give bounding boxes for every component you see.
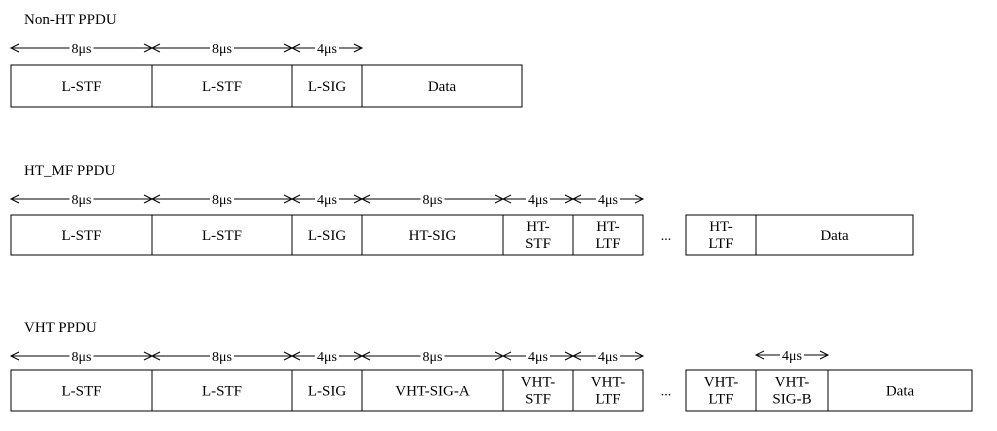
vht-sig-b-field-label: SIG-B xyxy=(772,392,811,408)
data-field-label: Data xyxy=(820,228,849,244)
duration-label: 8μs xyxy=(423,193,443,208)
vht-stf-field-label: VHT- xyxy=(521,375,555,391)
vht-ltf-field-box xyxy=(572,369,644,412)
duration-arrowhead-right xyxy=(819,350,830,360)
vht-ltf-field-label: VHT- xyxy=(591,375,625,391)
duration-label: 4μs xyxy=(598,350,618,365)
l-stf-field-box xyxy=(10,214,153,256)
l-stf-field-label: L-STF xyxy=(61,384,101,400)
ht-ltf-field-box xyxy=(685,214,757,256)
ht-stf-field-label: HT- xyxy=(526,219,550,235)
ht-ltf-field-label: HT- xyxy=(596,219,620,235)
l-sig-field-label: L-SIG xyxy=(308,384,346,400)
l-sig-field-box xyxy=(291,369,363,412)
l-stf-field-box xyxy=(151,64,293,108)
data-field-box xyxy=(755,214,914,256)
duration-arrowhead-left xyxy=(290,43,301,53)
ht-sig-field-label: HT-SIG xyxy=(409,228,457,244)
duration-label: 8μs xyxy=(212,193,232,208)
vht-stf-field-box xyxy=(502,369,574,412)
duration-arrowhead-left xyxy=(754,350,765,360)
data-field-label: Data xyxy=(428,79,457,95)
data-field-box xyxy=(361,64,523,108)
duration-arrowhead-left xyxy=(360,351,371,361)
ht-ltf-field-label: LTF xyxy=(708,236,733,252)
duration-label: 4μs xyxy=(317,350,337,365)
ht-stf-field-label: STF xyxy=(525,236,551,252)
vht-sig-a-field-label: VHT-SIG-A xyxy=(395,384,470,400)
vht-stf-field-label: STF xyxy=(525,392,551,408)
l-stf-field-label: L-STF xyxy=(61,228,101,244)
l-stf-field-label: L-STF xyxy=(202,79,242,95)
duration-label: 8μs xyxy=(423,350,443,365)
duration-arrowhead-right xyxy=(634,194,645,204)
data-field-box xyxy=(827,369,973,412)
ht-ltf-field-label: LTF xyxy=(595,236,620,252)
duration-label: 4μs xyxy=(528,350,548,365)
ht-stf-field-box xyxy=(502,214,574,256)
l-stf-field-label: L-STF xyxy=(202,228,242,244)
duration-label: 8μs xyxy=(212,42,232,57)
duration-arrowhead-left xyxy=(150,351,161,361)
duration-label: 8μs xyxy=(72,350,92,365)
ppdu-title: VHT PPDU xyxy=(24,320,97,336)
duration-label: 4μs xyxy=(598,193,618,208)
duration-arrowhead-left xyxy=(9,351,20,361)
vht-ltf-field-label: VHT- xyxy=(704,375,738,391)
l-stf-field-box xyxy=(10,369,153,412)
duration-label: 4μs xyxy=(317,42,337,57)
duration-label: 4μs xyxy=(528,193,548,208)
ht-sig-field-box xyxy=(361,214,504,256)
duration-arrowhead-right xyxy=(634,351,645,361)
l-stf-field-box xyxy=(10,64,153,108)
data-field-label: Data xyxy=(886,384,915,400)
duration-arrowhead-left xyxy=(501,351,512,361)
ht-ltf-field-box xyxy=(572,214,644,256)
vht-sig-a-field-box xyxy=(361,369,504,412)
duration-arrowhead-left xyxy=(571,194,582,204)
duration-arrowhead-left xyxy=(9,43,20,53)
duration-arrowhead-right xyxy=(353,43,364,53)
l-sig-field-label: L-SIG xyxy=(308,228,346,244)
ellipsis: ... xyxy=(661,229,672,244)
ppdu-title: Non-HT PPDU xyxy=(24,12,117,28)
l-stf-field-label: L-STF xyxy=(202,384,242,400)
l-stf-field-box xyxy=(151,369,293,412)
duration-label: 4μs xyxy=(317,193,337,208)
ellipsis: ... xyxy=(661,385,672,400)
duration-arrowhead-left xyxy=(290,351,301,361)
duration-arrowhead-left xyxy=(571,351,582,361)
duration-arrowhead-left xyxy=(501,194,512,204)
ppdu-title: HT_MF PPDU xyxy=(24,163,115,179)
l-sig-field-label: L-SIG xyxy=(308,79,346,95)
duration-arrowhead-left xyxy=(150,43,161,53)
duration-arrowhead-left xyxy=(360,194,371,204)
duration-arrowhead-left xyxy=(9,194,20,204)
duration-label: 8μs xyxy=(212,350,232,365)
vht-sig-b-field-label: VHT- xyxy=(775,375,809,391)
vht-ltf-field-label: LTF xyxy=(708,392,733,408)
vht-sig-b-field-box xyxy=(755,369,829,412)
l-stf-field-box xyxy=(151,214,293,256)
duration-label: 4μs xyxy=(782,349,802,364)
l-sig-field-box xyxy=(291,214,363,256)
vht-ltf-field-box xyxy=(685,369,757,412)
vht-ltf-field-label: LTF xyxy=(595,392,620,408)
l-stf-field-label: L-STF xyxy=(61,79,101,95)
duration-label: 8μs xyxy=(72,42,92,57)
l-sig-field-box xyxy=(291,64,363,108)
duration-arrowhead-left xyxy=(290,194,301,204)
duration-label: 8μs xyxy=(72,193,92,208)
duration-arrowhead-left xyxy=(150,194,161,204)
ht-ltf-field-label: HT- xyxy=(709,219,733,235)
